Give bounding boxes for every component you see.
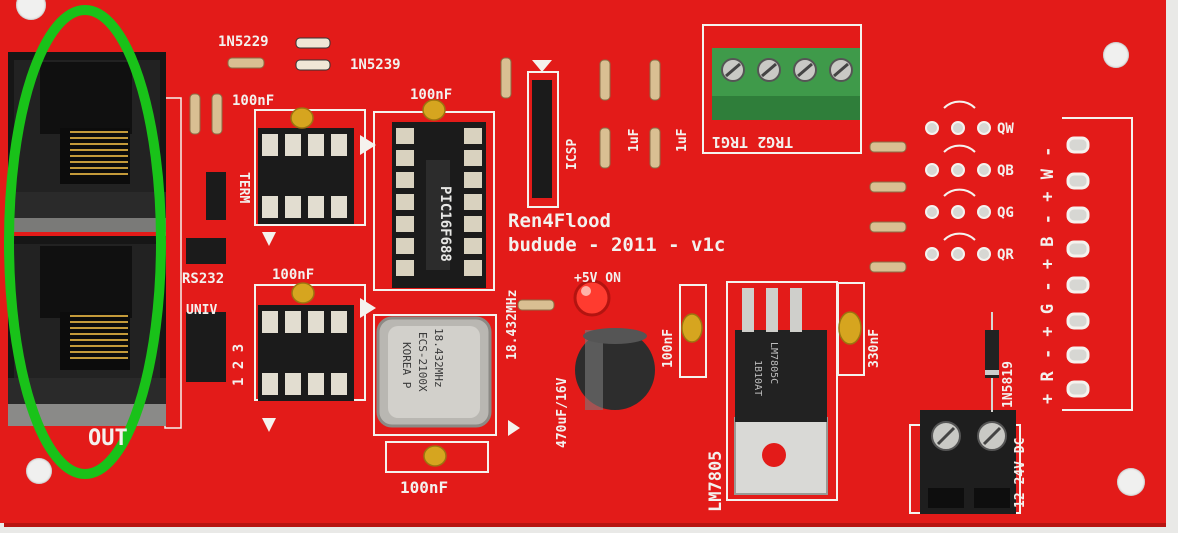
crystal-oscillator [376,316,492,428]
regulator-marking: LM7805C [768,342,779,385]
mounting-hole [1117,468,1145,496]
label-regulator: LM7805 [706,450,726,512]
board-name: Ren4Flood [508,210,611,232]
highlight-ellipse [4,5,166,479]
resistors [189,37,907,311]
voltage-regulator [734,288,828,495]
label-rs232: RS232 [182,271,225,287]
label-zener-a: 1N5229 [218,34,269,50]
pin1-arrow [508,420,520,436]
terminal-outline [702,24,862,154]
label-1uf: 1uF [627,128,642,152]
mcu-socket [392,122,486,288]
indicator-pads [925,121,991,261]
label-qr: QR [997,247,1014,263]
label-power-led: +5V ON [574,271,621,286]
dc-terminal-block [920,410,1016,514]
label-qb: QB [997,163,1014,179]
crystal-outline [373,314,497,436]
label-out: OUT [88,426,128,451]
output-pads [1066,136,1090,398]
label-dc-in: 12-24V DC [1013,437,1028,508]
mounting-hole [26,458,52,484]
mounting-hole [1103,42,1129,68]
led-arc [943,188,976,197]
label-cap: 100nF [410,87,453,103]
ceramic-capacitors [290,99,862,467]
regulator-outline [726,281,838,501]
driver-socket-bottom [258,305,354,401]
label-icsp: ICSP [565,138,580,170]
crystal-marking: 18.432MHz [432,328,445,388]
electrolytic-capacitor [575,328,655,410]
pin1-arrow [262,418,276,432]
label-electrolytic: 470uF/16V [555,377,570,448]
trigger-terminal-block [712,48,860,120]
connector-outline [164,97,182,429]
crystal-marking: ECS-2100X [416,332,429,392]
icsp-outline [527,71,559,208]
label-1uf: 1uF [675,128,690,152]
led-arc [943,232,976,241]
crystal-marking: KOREA P [400,342,413,389]
pin1-arrow [532,60,552,72]
label-cap-330nf: 330nF [867,328,882,368]
cap-outline [679,284,707,378]
label-trg: TRG2 TRG1 [712,133,794,151]
led-arc [943,144,976,153]
schottky-diode [985,312,999,412]
label-crystal: 18.432MHz [505,289,520,360]
power-led [573,279,611,317]
jumper-headers [186,80,552,382]
output-header-outline [1062,117,1133,411]
label-qw: QW [997,121,1014,137]
pin1-arrow [262,232,276,246]
label-mcu: PIC16F688 [437,186,453,262]
pin1-arrow [360,135,376,155]
label-diode: 1N5819 [1001,361,1016,408]
label-qg: QG [997,205,1014,221]
cap-outline [837,282,865,376]
label-term: TERM [236,172,251,204]
led-arc [943,100,976,109]
label-univ: UNIV [186,303,218,318]
label-pins: 1 2 3 [231,343,247,386]
author-line: budude - 2011 - v1c [508,234,726,256]
pin1-arrow [360,298,376,318]
label-cap: 100nF [272,267,315,283]
cap-outline [385,441,489,473]
ic-outline [254,109,366,226]
mounting-hole [16,0,46,20]
driver-socket-top [258,128,354,224]
label-cap: 100nF [400,478,449,497]
label-zener-b: 1N5239 [350,57,401,73]
label-cap-100nf: 100nF [661,328,676,368]
regulator-marking: 1B10AT [752,360,763,397]
label-cap: 100nF [232,93,275,109]
label-rgbw: + R - + G - + B - + W - [1038,145,1058,404]
